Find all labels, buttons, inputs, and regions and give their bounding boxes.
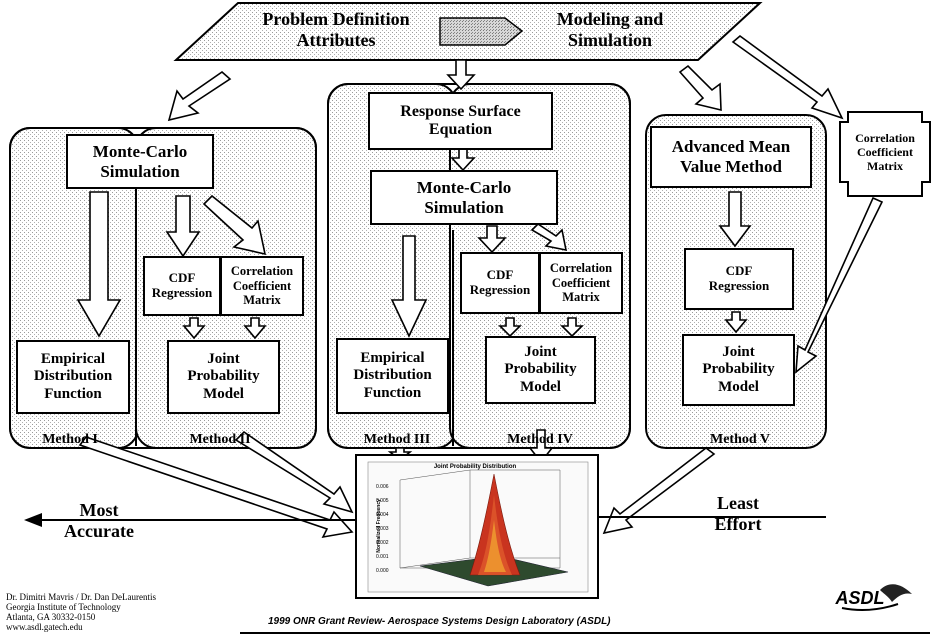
m1-monte-carlo-box: Monte-Carlo Simulation [66,134,214,189]
arrow-m4-mc-cdf [477,225,507,254]
least-effort-label: Least Effort [714,493,762,534]
plot-tick: 0.005 [376,498,389,504]
m4-joint-box: Joint Probability Model [485,336,596,404]
arrow-m1-down [76,191,122,338]
arrow-top-to-m1 [167,70,232,122]
header-arrow [439,17,524,46]
m5-amv-box: Advanced Mean Value Method [650,126,812,188]
arrow-m2-corr-joint [243,317,267,340]
arrow-top-to-m5 [678,64,722,112]
m4-label: Method IV [507,432,573,447]
plot-tick: 0.006 [376,484,389,490]
m2-joint-box: Joint Probability Model [167,340,280,414]
plot-ticks: 0.006 0.005 0.004 0.003 0.002 0.001 0.00… [376,480,389,578]
footer-rule [240,632,930,634]
m1-empirical-box: Empirical Distribution Function [16,340,130,414]
m2-label: Method II [189,432,251,447]
side-matrix-shape [839,111,931,197]
m2-corr-box: Correlation Coefficient Matrix [220,256,304,316]
most-accurate-label: Most Accurate [64,500,134,541]
header-right-label: Modeling and Simulation [556,9,664,50]
arrow-m1-to-plot [78,436,354,539]
plot-title: Joint Probability Distribution [433,464,517,470]
m5-cdf-box: CDF Regression [684,248,794,310]
arrow-m3-down [390,235,428,338]
side-matrix-label: Correlation Coefficient Matrix [855,131,915,173]
asdl-logo: ASDL [835,588,885,608]
arrow-top-to-m3 [446,59,476,91]
m3-monte-carlo-box: Monte-Carlo Simulation [370,170,558,225]
logo-swoosh [841,603,899,612]
m5-joint-box: Joint Probability Model [682,334,795,406]
m3-rse-box: Response Surface Equation [368,92,553,150]
arrow-m2-mc-cdf [165,195,201,258]
header-left-label: Problem Definition Attributes [262,9,410,50]
plot-tick: 0.004 [376,512,389,518]
plot-tick: 0.002 [376,540,389,546]
arrow-m4-corr-joint [560,317,584,338]
m5-label: Method V [709,432,771,447]
plot-tick: 0.000 [376,568,389,574]
logo-bird [880,584,912,602]
arrow-m4-cdf-joint [498,317,522,338]
m2-cdf-box: CDF Regression [143,256,221,316]
footer-center: 1999 ONR Grant Review- Aerospace Systems… [268,616,611,627]
m4-cdf-box: CDF Regression [460,252,540,314]
m1-label: Method I [42,432,98,447]
plot-tick: 0.003 [376,526,389,532]
m4-corr-box: Correlation Coefficient Matrix [539,252,623,314]
arrow-matrix-to-joint [795,196,884,374]
accuracy-arrowhead [24,513,42,527]
arrow-m2-mc-corr [202,194,267,256]
arrow-top-to-matrix [731,34,844,120]
arrow-m5-amv-cdf [718,191,752,248]
plot-tick: 0.001 [376,554,389,560]
m3-empirical-box: Empirical Distribution Function [336,338,449,414]
m3-label: Method III [363,432,431,447]
footer-authors: Dr. Dimitri Mavris / Dr. Dan DeLaurentis… [6,592,156,632]
arrow-m5-to-plot [602,446,716,535]
arrow-m2-to-plot [234,430,354,514]
arrow-m4-mc-corr [530,222,568,252]
arrow-m5-cdf-joint [724,311,748,334]
arrow-m2-cdf-joint [182,317,206,340]
